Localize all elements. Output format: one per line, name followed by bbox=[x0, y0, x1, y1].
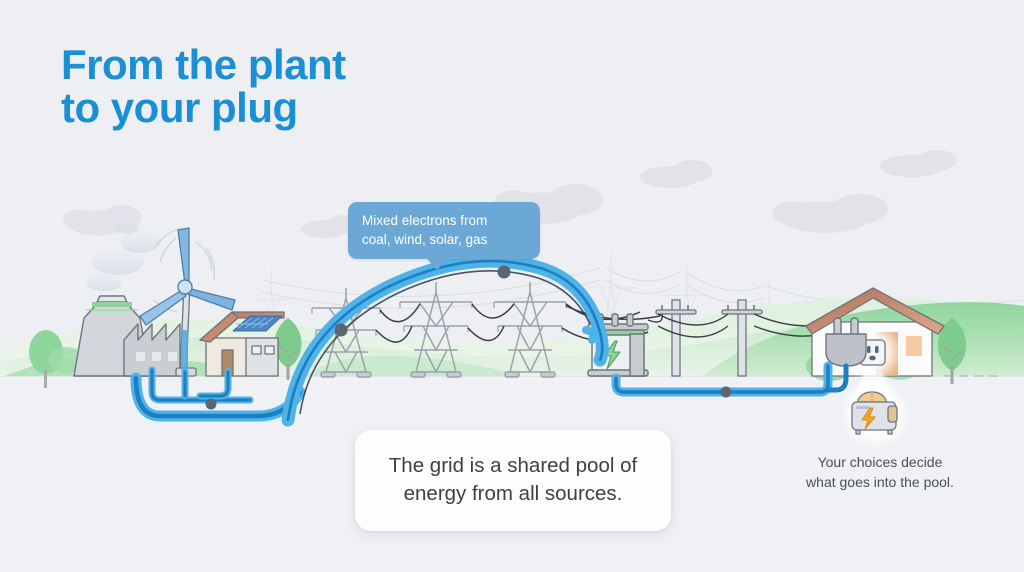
cable-factory-core bbox=[150, 368, 252, 402]
arc-node bbox=[497, 265, 511, 279]
title-line-1: From the plant bbox=[61, 41, 346, 88]
arc-node bbox=[334, 323, 348, 337]
wind-turbine-icon bbox=[139, 227, 236, 377]
info-card-line-2: energy from all sources. bbox=[403, 481, 623, 505]
bolt-icon bbox=[861, 407, 876, 430]
toaster-icon bbox=[851, 391, 898, 435]
info-card-line-1: The grid is a shared pool of bbox=[388, 454, 638, 477]
smoke-plume bbox=[86, 218, 160, 291]
arc-node bbox=[205, 398, 217, 410]
solar-house-icon bbox=[199, 311, 285, 377]
right-caption-line-1: Your choices decide bbox=[817, 454, 943, 470]
callout-bubble: Mixed electrons from coal, wind, solar, … bbox=[348, 202, 540, 271]
utility-pole-icon bbox=[655, 299, 763, 377]
cable-distribution bbox=[611, 361, 833, 397]
cable-house-core bbox=[198, 370, 230, 398]
arc-band-dark-trace bbox=[299, 270, 591, 415]
transmission-tower-icon bbox=[311, 282, 567, 378]
plug-icon bbox=[825, 317, 867, 367]
cable-node bbox=[720, 386, 732, 398]
info-card: The grid is a shared pool of energy from… bbox=[355, 430, 671, 532]
page-title: From the plant to your plug bbox=[61, 41, 346, 131]
factory-icon bbox=[123, 323, 181, 377]
solar-panel-icon bbox=[232, 315, 283, 332]
arc-band-inner bbox=[286, 259, 604, 422]
motion-arc bbox=[153, 227, 216, 313]
cable-house bbox=[196, 368, 232, 400]
callout-line-1: Mixed electrons from bbox=[362, 213, 488, 228]
right-caption: Your choices decide what goes into the p… bbox=[776, 452, 984, 493]
cable-to-transformer bbox=[582, 326, 598, 344]
callout-tail bbox=[426, 258, 448, 271]
callout-line-2: coal, wind, solar, gas bbox=[362, 232, 488, 248]
right-caption-line-2: what goes into the pool. bbox=[806, 474, 954, 491]
plug-cord bbox=[825, 363, 849, 393]
title-line-2: to your plug bbox=[61, 83, 298, 131]
